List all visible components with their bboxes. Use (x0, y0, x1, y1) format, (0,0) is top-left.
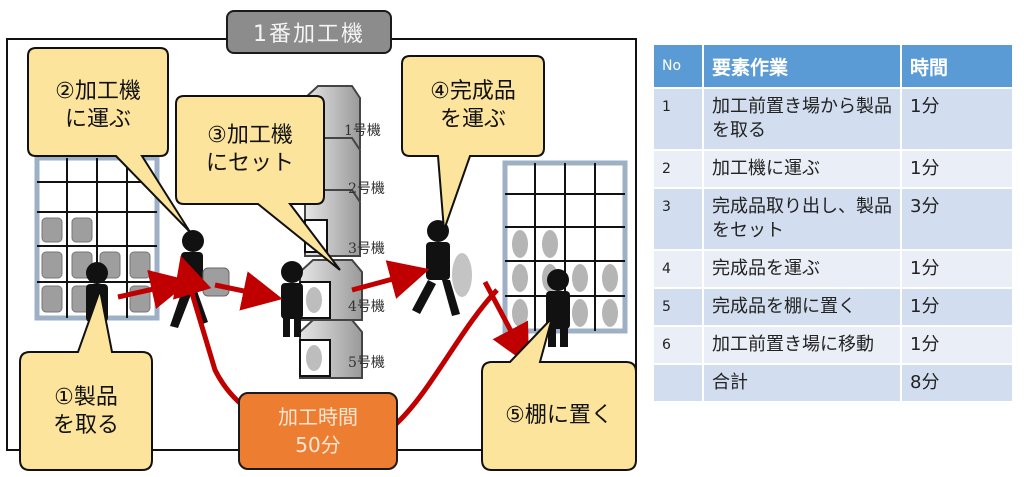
row-time: 1分 (902, 327, 1012, 363)
total-label: 合計 (704, 365, 900, 401)
table-header-row: No 要素作業 時間 (654, 45, 1012, 87)
row-no: 6 (654, 327, 702, 363)
row-no: 3 (654, 189, 702, 249)
total-no (654, 365, 702, 401)
table-row: 5 完成品を棚に置く 1分 (654, 289, 1012, 325)
header-no: No (654, 45, 702, 87)
row-task: 加工前置き場に移動 (704, 327, 900, 363)
table-total-row: 合計 8分 (654, 365, 1012, 401)
callout-step2: ②加工機 に運ぶ (55, 79, 141, 132)
table-row: 2 加工機に運ぶ 1分 (654, 151, 1012, 187)
callout-step5: ⑤棚に置く (505, 403, 613, 428)
table-row: 4 完成品を運ぶ 1分 (654, 251, 1012, 287)
row-task: 完成品を棚に置く (704, 289, 900, 325)
row-no: 2 (654, 151, 702, 187)
callout-step3: ③加工機 にセット (205, 123, 294, 176)
row-no: 5 (654, 289, 702, 325)
header-time: 時間 (902, 45, 1012, 87)
table-row: 6 加工前置き場に移動 1分 (654, 327, 1012, 363)
row-time: 1分 (902, 289, 1012, 325)
machine-label-4: 4号機 (348, 299, 385, 315)
table-row: 1 加工前置き場から製品を取る 1分 (654, 89, 1012, 149)
row-time: 1分 (902, 89, 1012, 149)
machine-label-5: 5号機 (348, 355, 385, 371)
process-time-value: 50分 (295, 433, 341, 457)
row-task: 加工前置き場から製品を取る (704, 89, 900, 149)
row-task: 加工機に運ぶ (704, 151, 900, 187)
machine-label-1: 1号機 (344, 123, 381, 139)
machine-label-2: 2号機 (348, 181, 385, 197)
machine-label-3: 3号機 (348, 241, 385, 257)
row-time: 3分 (902, 189, 1012, 249)
row-task: 完成品取り出し、製品をセット (704, 189, 900, 249)
row-no: 1 (654, 89, 702, 149)
row-no: 4 (654, 251, 702, 287)
callout-step4: ④完成品 を運ぶ (430, 79, 516, 132)
process-time-box: 加工時間 50分 (238, 392, 398, 470)
total-time: 8分 (902, 365, 1012, 401)
row-time: 1分 (902, 151, 1012, 187)
process-time-label: 加工時間 (278, 405, 358, 429)
row-time: 1分 (902, 251, 1012, 287)
header-task: 要素作業 (704, 45, 900, 87)
callout-shapes (19, 47, 637, 471)
machine-group-title: 1番加工機 (226, 10, 392, 54)
work-elements-table: No 要素作業 時間 1 加工前置き場から製品を取る 1分 2 加工機に運ぶ 1… (652, 43, 1014, 403)
row-task: 完成品を運ぶ (704, 251, 900, 287)
table-row: 3 完成品取り出し、製品をセット 3分 (654, 189, 1012, 249)
callout-step1: ①製品 を取る (52, 385, 119, 438)
